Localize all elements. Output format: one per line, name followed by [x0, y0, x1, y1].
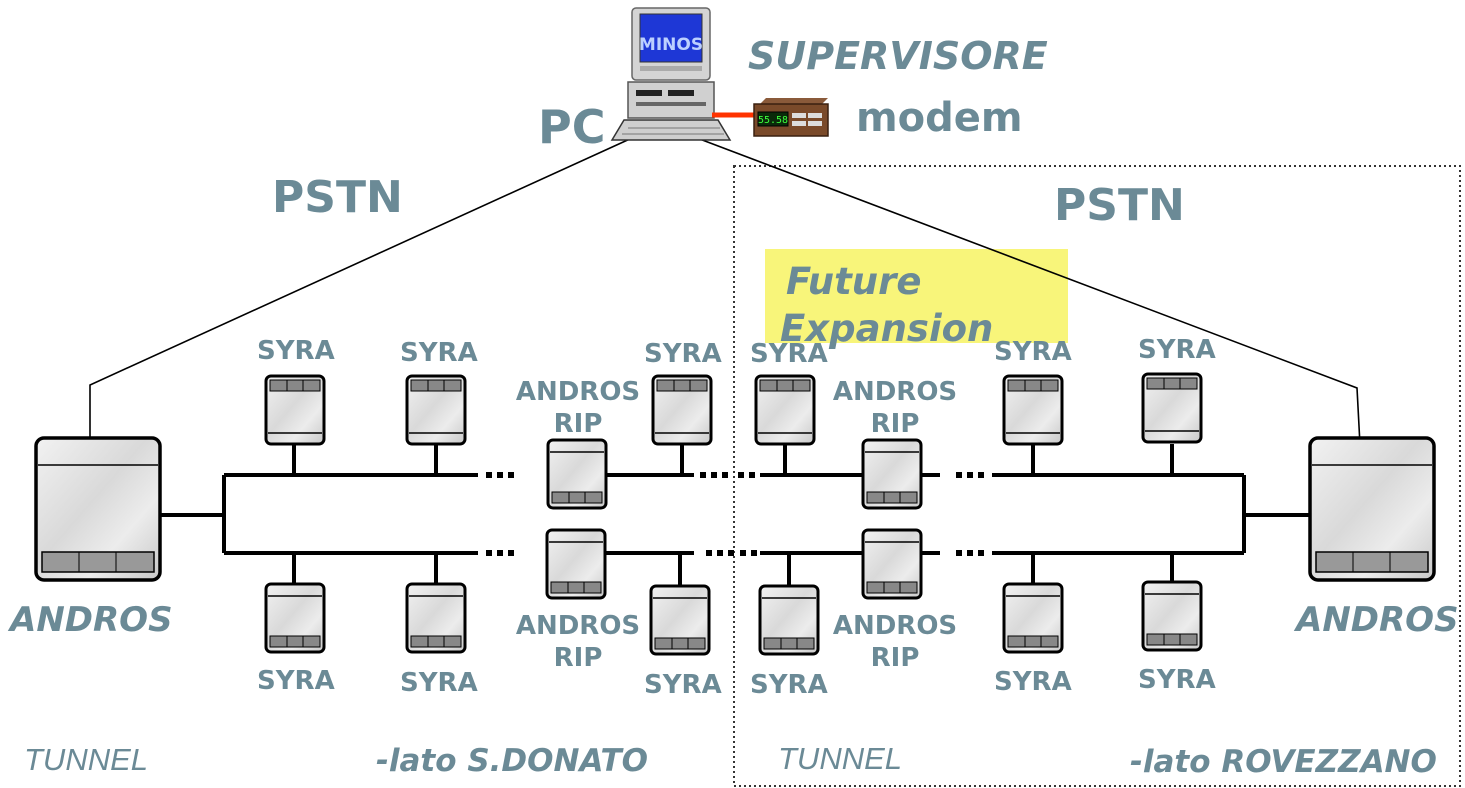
andros-rip-label-line1: ANDROS	[515, 611, 641, 641]
syra-label: SYRA	[257, 336, 335, 366]
andros-rip-device	[546, 438, 608, 510]
pstn-links	[89, 137, 1361, 446]
andros-main-device-left	[34, 436, 162, 582]
pc-computer: MINOS	[610, 7, 732, 141]
tunnel-label-right: TUNNEL	[778, 741, 903, 776]
syra-device	[1002, 374, 1064, 446]
syra-device	[1141, 580, 1203, 652]
pc-label: PC	[538, 100, 606, 154]
syra-device	[405, 582, 467, 654]
modem-label: modem	[856, 95, 1023, 141]
andros-rip-label-line1: ANDROS	[832, 611, 958, 641]
pstn-link-right	[696, 137, 1361, 446]
syra-device	[651, 374, 713, 446]
andros-rip-label-line2: RIP	[870, 409, 920, 439]
syra-device	[758, 584, 820, 656]
syra-label: SYRA	[400, 338, 478, 368]
tunnel-label-left: TUNNEL	[24, 742, 149, 777]
andros-rip-label: ANDROS RIP	[831, 610, 959, 674]
andros-rip-label: ANDROS RIP	[831, 376, 959, 440]
syra-device	[1002, 582, 1064, 654]
pstn-link-left	[89, 137, 633, 437]
future-expansion-line2: Expansion	[780, 307, 994, 350]
andros-rip-label: ANDROS RIP	[514, 376, 642, 440]
expansion-area-frame	[733, 165, 1461, 787]
modem-display-text: 55.58	[758, 115, 788, 126]
syra-device	[264, 374, 326, 446]
syra-label: SYRA	[750, 339, 828, 369]
andros-rip-device	[545, 528, 607, 600]
pstn-label-left: PSTN	[272, 172, 403, 223]
future-expansion-line1: Future	[786, 260, 922, 303]
side-label-left: -lato S.DONATO	[376, 743, 648, 779]
andros-main-label-right: ANDROS	[1296, 600, 1459, 640]
syra-device	[1141, 372, 1203, 444]
andros-rip-device	[861, 438, 923, 510]
andros-rip-label-line2: RIP	[553, 409, 603, 439]
andros-rip-label-line1: ANDROS	[832, 377, 958, 407]
modem-device: 55.58	[753, 98, 829, 137]
andros-main-label-left: ANDROS	[10, 600, 173, 640]
syra-label: SYRA	[644, 670, 722, 700]
andros-rip-device	[861, 528, 923, 600]
syra-label: SYRA	[994, 337, 1072, 367]
andros-rip-label: ANDROS RIP	[514, 610, 642, 674]
syra-device	[264, 582, 326, 654]
syra-label: SYRA	[1138, 665, 1216, 695]
syra-label: SYRA	[400, 668, 478, 698]
syra-device	[649, 584, 711, 656]
syra-label: SYRA	[994, 667, 1072, 697]
syra-label: SYRA	[644, 339, 722, 369]
pstn-label-right: PSTN	[1054, 180, 1185, 231]
bus-gap-dots	[486, 472, 984, 556]
andros-rip-label-line2: RIP	[553, 643, 603, 673]
monitor-brand-text: MINOS	[639, 35, 703, 55]
side-label-right: -lato ROVEZZANO	[1130, 744, 1437, 780]
future-expansion-highlight	[765, 249, 1068, 343]
syra-label: SYRA	[1138, 335, 1216, 365]
syra-device	[405, 374, 467, 446]
andros-rip-label-line1: ANDROS	[515, 377, 641, 407]
supervisor-title: SUPERVISORE	[748, 34, 1048, 78]
andros-rip-label-line2: RIP	[870, 643, 920, 673]
syra-label: SYRA	[257, 666, 335, 696]
bus-lines	[160, 444, 1310, 586]
andros-main-device-right	[1308, 436, 1436, 582]
syra-label: SYRA	[750, 670, 828, 700]
syra-device	[754, 374, 816, 446]
